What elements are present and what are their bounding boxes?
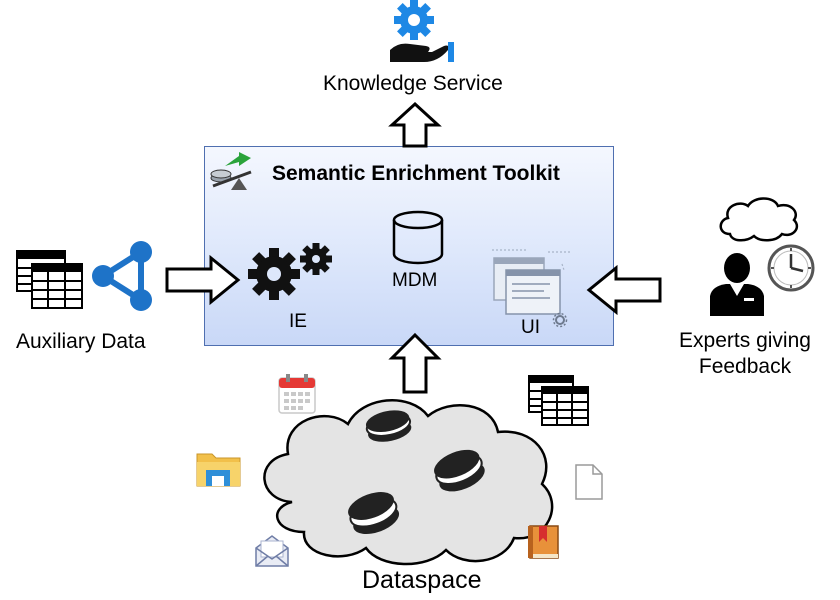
file-icon (575, 464, 603, 500)
mail-icon (255, 535, 289, 567)
ie-label: IE (289, 311, 307, 332)
table-icon (16, 250, 83, 309)
calendar-icon (278, 374, 316, 414)
arrow-left-experts (586, 264, 662, 316)
clock-icon (767, 244, 815, 292)
arrow-up-to-knowledge (388, 101, 442, 148)
mdm-label: MDM (392, 270, 438, 291)
ui-label: UI (521, 317, 540, 338)
knowledge-service-label: Knowledge Service (323, 72, 503, 95)
dataspace-cloud (263, 399, 554, 566)
book-icon (528, 525, 559, 559)
database-icon (392, 210, 444, 265)
share-icon (92, 241, 152, 311)
auxiliary-data-label: Auxiliary Data (16, 330, 146, 353)
thought-cloud-icon (719, 197, 799, 242)
arrow-right-aux (165, 254, 241, 306)
ui-windows-icon (492, 249, 570, 328)
dataspace-label: Dataspace (362, 566, 482, 594)
toolkit-title: Semantic Enrichment Toolkit (272, 162, 560, 185)
gear-hand-icon (390, 0, 454, 62)
arrow-up-from-dataspace (388, 332, 442, 394)
gears-icon (248, 243, 332, 300)
experts-label: Experts giving Feedback (679, 329, 811, 378)
person-icon (710, 253, 764, 316)
table-icon (528, 375, 589, 426)
folder-icon (196, 453, 241, 487)
toolkit-logo-icon (210, 152, 252, 190)
